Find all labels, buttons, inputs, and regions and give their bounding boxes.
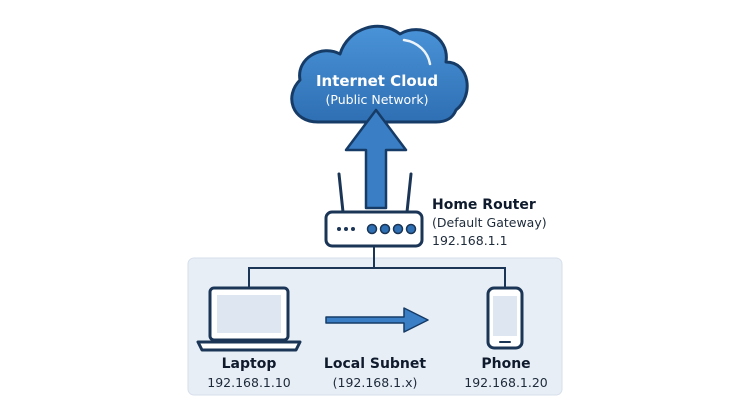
cloud-subtitle: (Public Network)	[325, 92, 429, 107]
subnet-arrow	[325, 307, 429, 333]
router-ip: 192.168.1.1	[432, 233, 508, 248]
laptop-ip: 192.168.1.10	[207, 375, 291, 390]
phone-title: Phone	[481, 356, 531, 372]
cloud-icon	[290, 24, 469, 124]
router-title: Home Router	[432, 197, 536, 213]
router-subtitle: (Default Gateway)	[432, 215, 547, 230]
phone-ip: 192.168.1.20	[464, 375, 548, 390]
subnet-range: (192.168.1.x)	[332, 375, 418, 390]
phone-icon	[486, 286, 524, 350]
uplink-arrow	[344, 108, 408, 210]
cloud-title: Internet Cloud	[315, 72, 439, 90]
subnet-title: Local Subnet	[323, 356, 427, 372]
router-connection-lines	[248, 246, 506, 288]
laptop-title: Laptop	[221, 356, 277, 372]
laptop-icon	[196, 286, 302, 352]
